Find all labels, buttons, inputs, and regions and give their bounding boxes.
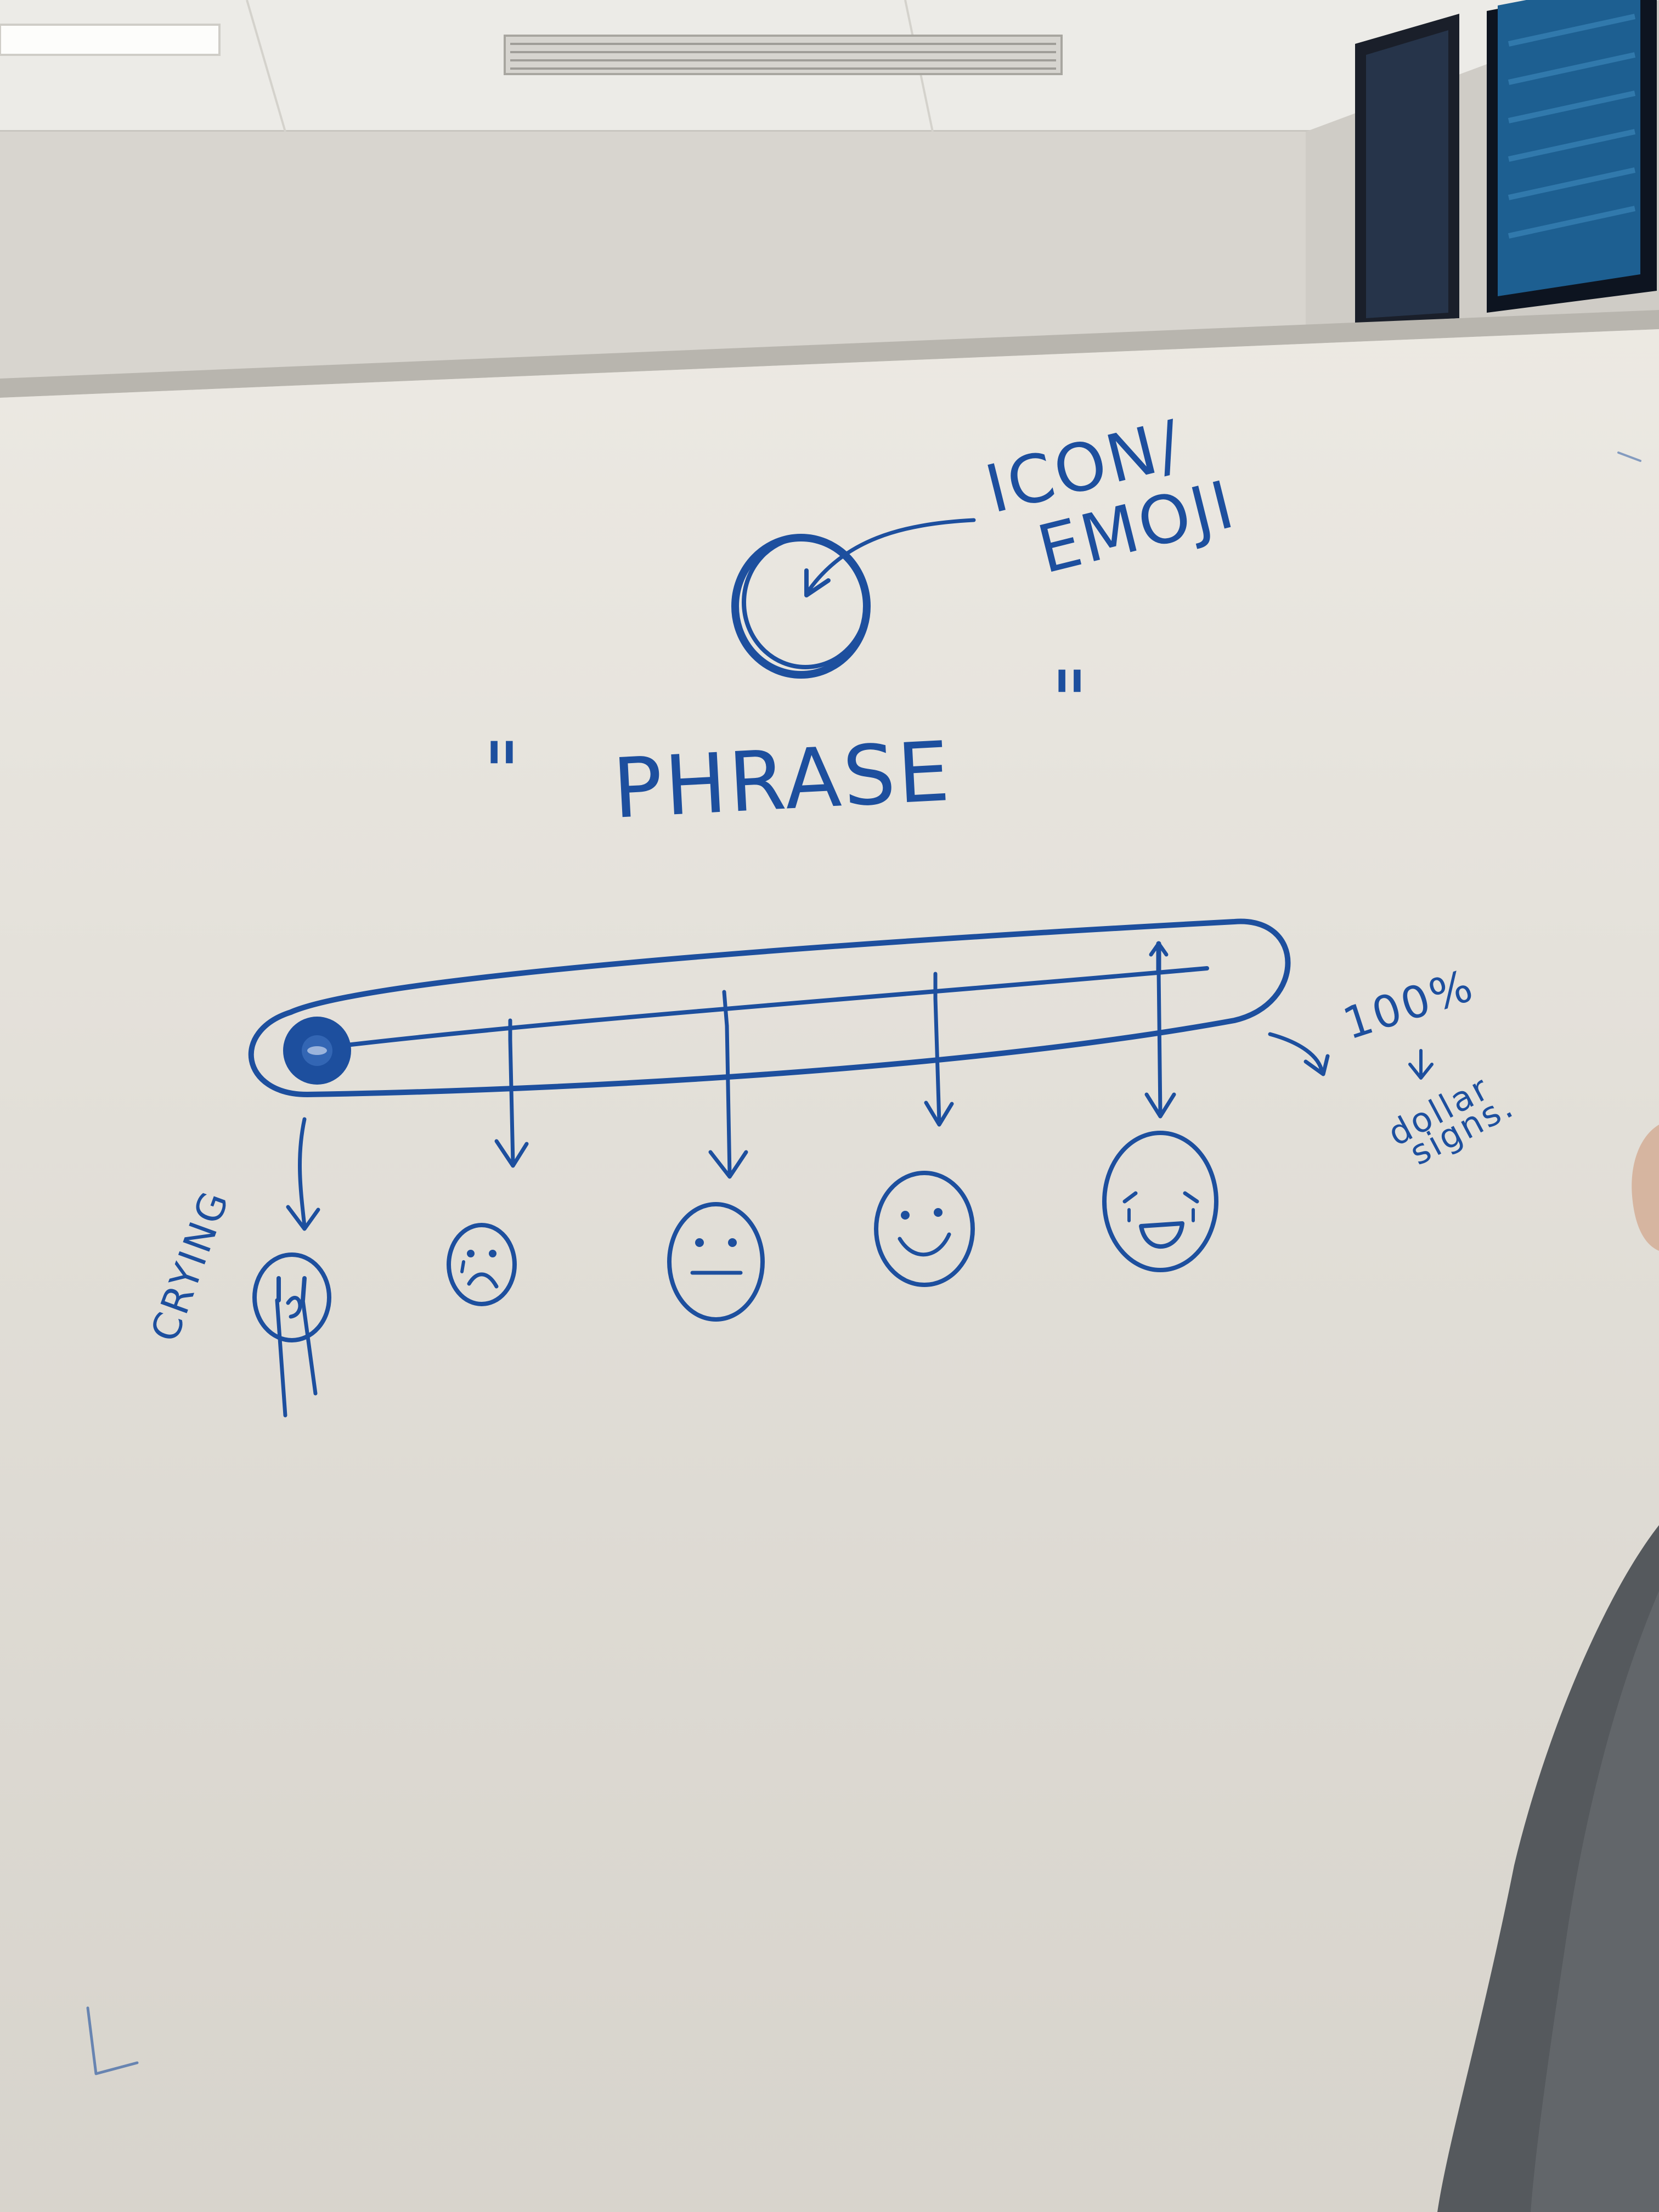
face-sad-emoji	[447, 1223, 517, 1306]
arrow-down-crying	[286, 1117, 320, 1231]
face-smile-emoji	[874, 1171, 975, 1287]
arrow-down-sad	[494, 1037, 529, 1168]
arrow-down-smile	[924, 996, 954, 1127]
face-crying-emoji	[252, 1252, 331, 1418]
arrow-down-laughing	[1144, 969, 1176, 1119]
face-laughing-emoji	[1102, 1131, 1218, 1272]
icon-circle	[731, 534, 871, 679]
slider-knob	[283, 1017, 351, 1085]
ceiling-light	[0, 24, 221, 56]
quote-open: "	[483, 725, 523, 821]
slider-tick	[722, 990, 729, 1028]
face-neutral-emoji	[667, 1202, 765, 1322]
quote-close: "	[1051, 654, 1091, 749]
phrase-text: PHRASE	[611, 724, 954, 837]
person-hand	[1632, 1125, 1659, 1251]
slider-track	[248, 918, 1291, 1097]
arrow-down-neutral	[708, 1024, 748, 1179]
person-shoulder	[1437, 1125, 1659, 2212]
ceiling-vent	[504, 35, 1063, 75]
icon-pointer-arrow	[807, 518, 976, 592]
right-hook-arrow	[1268, 1032, 1330, 1076]
